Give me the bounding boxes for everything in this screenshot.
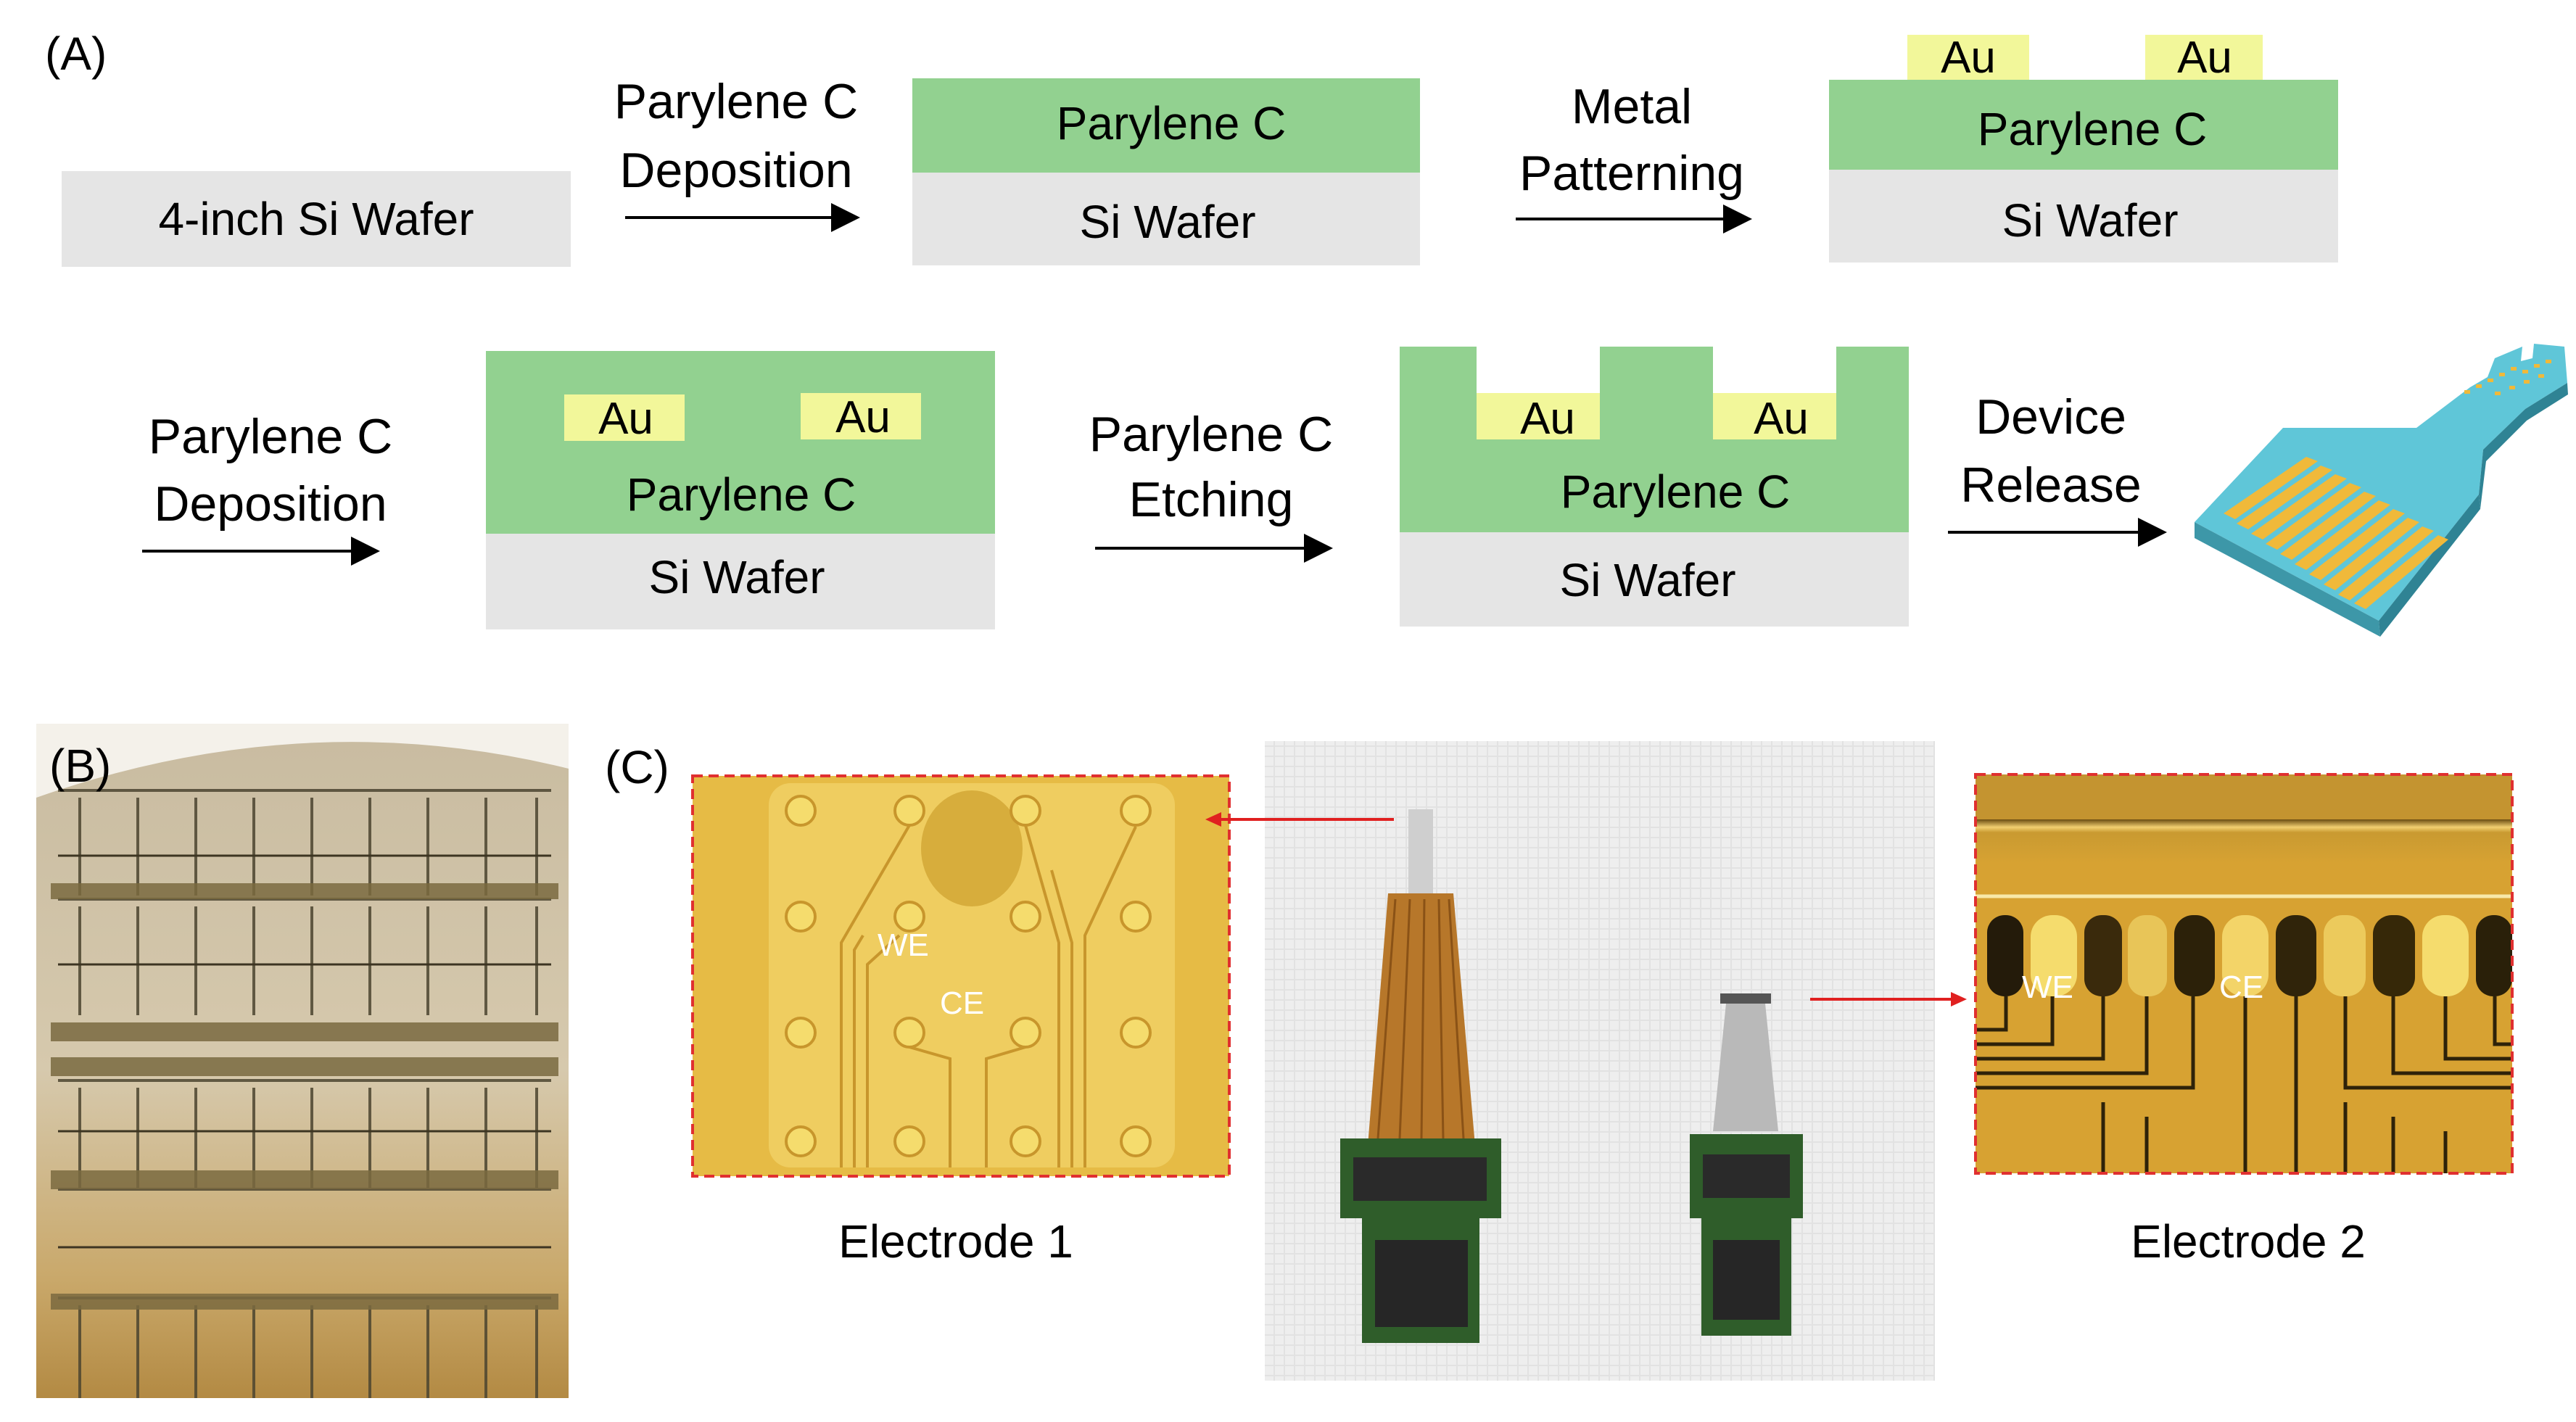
- arrow-parylene-deposition-2: Parylene C Deposition: [142, 409, 392, 566]
- stack3-si-label: Si Wafer: [649, 551, 825, 603]
- stack4-au-left: Au: [1520, 394, 1575, 444]
- electrode2-ce-label: CE: [2219, 970, 2263, 1005]
- electrode1-title: Electrode 1: [838, 1215, 1073, 1268]
- pointer-arrow-electrode2: [1810, 992, 1967, 1006]
- stack2-parylene-label: Parylene C: [1978, 103, 2208, 155]
- electrode1-traces: [840, 824, 1137, 1167]
- arrow-device-release: Device Release: [1948, 389, 2167, 547]
- arrow4-line1: Parylene C: [1089, 407, 1333, 462]
- stack2-au-left: Au: [1941, 33, 1996, 83]
- arrow3-line1: Parylene C: [149, 409, 392, 464]
- wafer-label: 4-inch Si Wafer: [158, 193, 474, 245]
- electrode2-we-label: WE: [2022, 970, 2073, 1005]
- arrow-parylene-etching: Parylene C Etching: [1089, 407, 1333, 563]
- electrode2-traces: [1976, 996, 2512, 1173]
- stack1-si-label: Si Wafer: [1080, 196, 1256, 248]
- released-device-illustration: [2195, 344, 2568, 637]
- arrow4-line2: Etching: [1129, 472, 1294, 527]
- arrow2-line2: Patterning: [1519, 146, 1744, 201]
- stack2-si-label: Si Wafer: [2002, 194, 2179, 247]
- stack3-au-left: Au: [598, 394, 653, 444]
- wafer-block: 4-inch Si Wafer: [62, 171, 571, 267]
- wafer-pad-rows: [51, 883, 558, 1310]
- stack-after-deposition: Parylene C Si Wafer: [912, 78, 1420, 265]
- electrode1-we-label: WE: [878, 927, 929, 963]
- devices-photo: [1265, 741, 1935, 1381]
- panel-c-label: (C): [605, 741, 669, 793]
- stack-after-etching: Au Au Parylene C Si Wafer: [1400, 347, 1909, 627]
- panel-a-label: (A): [45, 28, 107, 80]
- stack4-parylene-label: Parylene C: [1561, 466, 1791, 518]
- electrode1-ce-label: CE: [940, 985, 984, 1021]
- electrode1-pads: [785, 795, 1152, 1157]
- electrode2-pad-row: [1987, 915, 2512, 996]
- arrow5-line2: Release: [1960, 458, 2142, 513]
- stack1-parylene-label: Parylene C: [1057, 97, 1287, 149]
- device-gold-traces: [2224, 457, 2448, 609]
- arrow1-line1: Parylene C: [614, 74, 858, 129]
- electrode1-zoom-image: WE CE: [691, 774, 1231, 1178]
- pointer-arrow-electrode1: [1205, 812, 1394, 827]
- arrow-metal-patterning: Metal Patterning: [1516, 79, 1752, 233]
- stack2-au-right: Au: [2177, 33, 2232, 83]
- stack3-au-right: Au: [835, 392, 891, 442]
- panel-b-wafer-photo: [36, 724, 569, 1398]
- wafer-cross-bars: [58, 854, 551, 1249]
- arrow2-line1: Metal: [1572, 79, 1692, 134]
- stack4-au-right: Au: [1754, 394, 1809, 444]
- stack3-parylene-label: Parylene C: [627, 468, 856, 521]
- panel-b-label: (B): [49, 740, 111, 792]
- arrow3-line2: Deposition: [154, 476, 387, 532]
- electrode2-zoom-image: WE CE: [1974, 773, 2514, 1175]
- stack-after-metal: Au Au Parylene C Si Wafer: [1829, 33, 2338, 263]
- electrode2-title: Electrode 2: [2131, 1215, 2366, 1268]
- stack4-si-label: Si Wafer: [1560, 554, 1736, 606]
- arrow1-line2: Deposition: [619, 143, 852, 198]
- arrow-parylene-deposition-1: Parylene C Deposition: [614, 74, 860, 232]
- device-contact-pads: [2464, 360, 2551, 395]
- stack-after-second-deposition: Au Au Parylene C Si Wafer: [486, 351, 995, 629]
- arrow5-line1: Device: [1976, 389, 2126, 445]
